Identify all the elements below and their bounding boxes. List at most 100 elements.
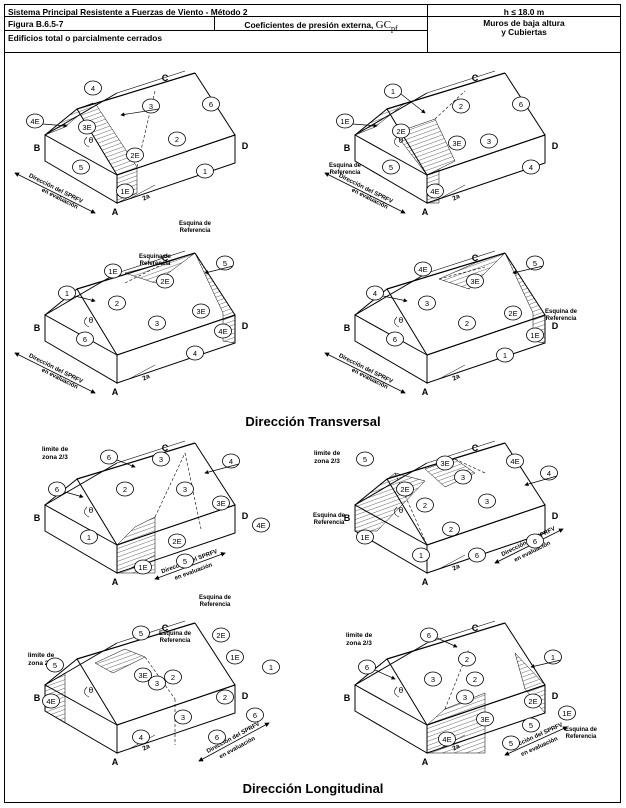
zone-marker	[214, 323, 232, 339]
eave-back-line	[44, 92, 118, 136]
zone-divider	[434, 90, 466, 120]
zone-label-z1e: 1E	[120, 187, 129, 196]
zone-label-z4e: 4E	[46, 697, 55, 706]
zone-label-z6: 6	[209, 100, 213, 109]
zone-label-z3: 3	[425, 299, 429, 308]
dimension-2a: 2a	[141, 743, 151, 753]
back-eave	[116, 440, 186, 464]
theta-arc	[84, 686, 90, 698]
zone-marker	[76, 331, 94, 347]
zone-marker	[108, 295, 126, 311]
wind-direction-arrow	[504, 726, 568, 756]
zone-leader	[120, 108, 160, 117]
height-limit: h ≤ 18.0 m	[428, 5, 620, 17]
corner-d: D	[242, 141, 249, 151]
corner-d: D	[552, 321, 559, 331]
back-eave	[426, 250, 496, 274]
ridge-line	[76, 252, 196, 290]
zone-marker	[152, 451, 170, 467]
corner-b: B	[34, 693, 41, 703]
zone-label-z6: 6	[533, 537, 537, 546]
zone-label-z1e: 1E	[230, 653, 239, 662]
zone-marker	[512, 96, 530, 112]
zone-label-z2e: 2E	[216, 631, 225, 640]
zone-marker	[476, 711, 494, 727]
zone-label-z1: 1	[269, 663, 273, 672]
zone-label-z6: 6	[55, 485, 59, 494]
zone-marker	[358, 659, 376, 675]
zone-label-z6: 6	[215, 733, 219, 742]
roof-far-edge	[194, 442, 236, 506]
reference-corner-label: Esquina de	[545, 309, 578, 315]
reference-corner-label: Esquina de	[179, 221, 212, 227]
zone-label-z2e: 2E	[528, 697, 537, 706]
zone-marker	[168, 533, 186, 549]
zone-label-z1: 1	[391, 87, 395, 96]
zone-label-z2: 2	[473, 675, 477, 684]
roof-far-edge	[504, 622, 546, 686]
zone-divider	[124, 262, 166, 284]
theta-arc	[84, 316, 90, 328]
zone-label-z3: 3	[183, 485, 187, 494]
zone-label-z5: 5	[389, 163, 393, 172]
zone-label-z5: 5	[223, 259, 227, 268]
zone-label-z3: 3	[485, 497, 489, 506]
zone-label-z2e: 2E	[396, 127, 405, 136]
zone-marker	[132, 625, 150, 641]
zone-marker	[366, 285, 384, 301]
reference-corner-label: Esquina de	[199, 595, 232, 601]
zone-marker	[480, 133, 498, 149]
reference-corner-label-2: Referencia	[546, 316, 577, 322]
corner-d: D	[552, 691, 559, 701]
zone-marker	[216, 255, 234, 271]
zone-marker	[212, 627, 230, 643]
reference-corner-label: Esquina de	[313, 513, 346, 519]
zone-marker	[506, 453, 524, 469]
zone-limit-label-2: zona 2/3	[346, 640, 372, 647]
header-table: Sistema Principal Resistente a Fuerzas d…	[5, 5, 620, 53]
zone-leader	[524, 475, 558, 487]
zone-marker	[456, 689, 474, 705]
zone-marker	[436, 455, 454, 471]
wind-direction-arrow	[198, 722, 270, 762]
zone-marker	[186, 345, 204, 361]
zone-leader	[530, 659, 562, 669]
corner-c: C	[162, 73, 169, 83]
zone-marker	[524, 693, 542, 709]
figure-number: Figura B.6.5-7	[5, 17, 215, 31]
zone-label-z3e: 3E	[196, 307, 205, 316]
zone-marker	[526, 255, 544, 271]
back-eave	[426, 620, 496, 644]
eave-back-line	[44, 272, 118, 316]
zone-marker	[156, 273, 174, 289]
roof-far-edge	[194, 252, 236, 316]
zone-label-z4: 4	[139, 733, 143, 742]
corner-c: C	[472, 253, 479, 263]
corner-d: D	[552, 511, 559, 521]
system-title: Sistema Principal Resistente a Fuerzas d…	[5, 5, 428, 17]
corner-d: D	[242, 511, 249, 521]
zone-marker	[208, 729, 226, 745]
zone-label-z3: 3	[463, 693, 467, 702]
reference-corner-label: Esquina de	[329, 163, 362, 169]
zone-label-z2e: 2E	[400, 485, 409, 494]
zone-marker	[504, 305, 522, 321]
zone-marker	[478, 493, 496, 509]
zone-divider	[444, 648, 470, 710]
theta-arc	[394, 506, 400, 518]
corner-c: C	[162, 253, 169, 263]
building-type: Edificios total o parcialmente cerrados	[5, 31, 428, 52]
corner-a: A	[112, 387, 119, 397]
zone-leader	[436, 637, 458, 648]
reference-corner-label-2: Referencia	[160, 638, 191, 644]
zone-marker	[262, 659, 280, 675]
zone-label-z5: 5	[509, 739, 513, 748]
corner-b: B	[344, 143, 351, 153]
zone-label-z6: 6	[365, 663, 369, 672]
dimension-line	[128, 364, 156, 380]
dimension-2a: 2a	[451, 743, 461, 753]
zone-marker	[252, 517, 270, 533]
eave-line	[426, 134, 546, 176]
gable-wall	[354, 314, 428, 384]
